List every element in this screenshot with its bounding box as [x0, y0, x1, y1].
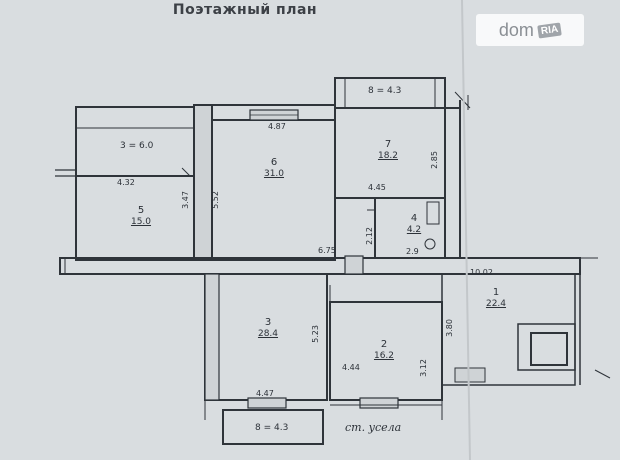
balcony-bottom-label: 8 = 4.3	[255, 423, 289, 433]
room5-number: 5	[137, 205, 145, 216]
room2-area: 16.2	[373, 351, 395, 361]
room3-area: 28.4	[257, 329, 279, 339]
dim-corridor-a: 6.75	[318, 246, 336, 255]
balcony-top-label: 8 = 4.3	[368, 86, 402, 96]
wall-partition-5-6	[193, 104, 213, 261]
dim-bath-side: 2.12	[364, 227, 374, 245]
dim-room2-side: 3.80	[444, 319, 454, 337]
room5-area: 15.0	[130, 217, 152, 227]
room4-area: 4.2	[406, 225, 422, 235]
room4-number: 4	[410, 213, 418, 224]
dim-room3-bottom: 4.47	[256, 389, 274, 398]
room6-area: 31.0	[263, 169, 285, 179]
room7-number: 7	[384, 139, 392, 150]
dim-room6-width: 4.87	[268, 122, 286, 131]
dim-room5-depth: 3.47	[180, 191, 190, 209]
dim-room2-right: 3.12	[418, 359, 428, 377]
room1-number: 1	[492, 287, 500, 298]
watermark-logo: dom RIA	[476, 14, 584, 46]
plan-title: Поэтажный план	[172, 2, 318, 18]
balcony-left-label: 3 = 6.0	[120, 141, 154, 151]
dim-room3-side: 5.23	[310, 325, 320, 343]
wall-room5	[75, 106, 195, 261]
dim-room5-width: 4.32	[117, 178, 135, 187]
dim-bath-bottom: 2.9	[406, 247, 419, 256]
room7-area: 18.2	[377, 151, 399, 161]
room3-number: 3	[264, 317, 272, 328]
dim-room7-side: 2.85	[429, 151, 439, 169]
dim-room2-width: 4.44	[342, 363, 360, 372]
balcony-bottom	[222, 409, 324, 445]
room1-area: 22.4	[485, 299, 507, 309]
wall-note: ст. усела	[345, 421, 402, 434]
watermark-brand: dom	[498, 19, 534, 40]
wall-room6	[211, 119, 336, 261]
watermark-badge: RIA	[537, 21, 562, 39]
room6-number: 6	[270, 157, 278, 168]
dim-room6-left: 5.52	[210, 191, 220, 209]
dim-corridor-b: 10.02	[470, 268, 493, 277]
dim-room7-bottom: 4.45	[368, 183, 386, 192]
room2-number: 2	[380, 339, 388, 350]
